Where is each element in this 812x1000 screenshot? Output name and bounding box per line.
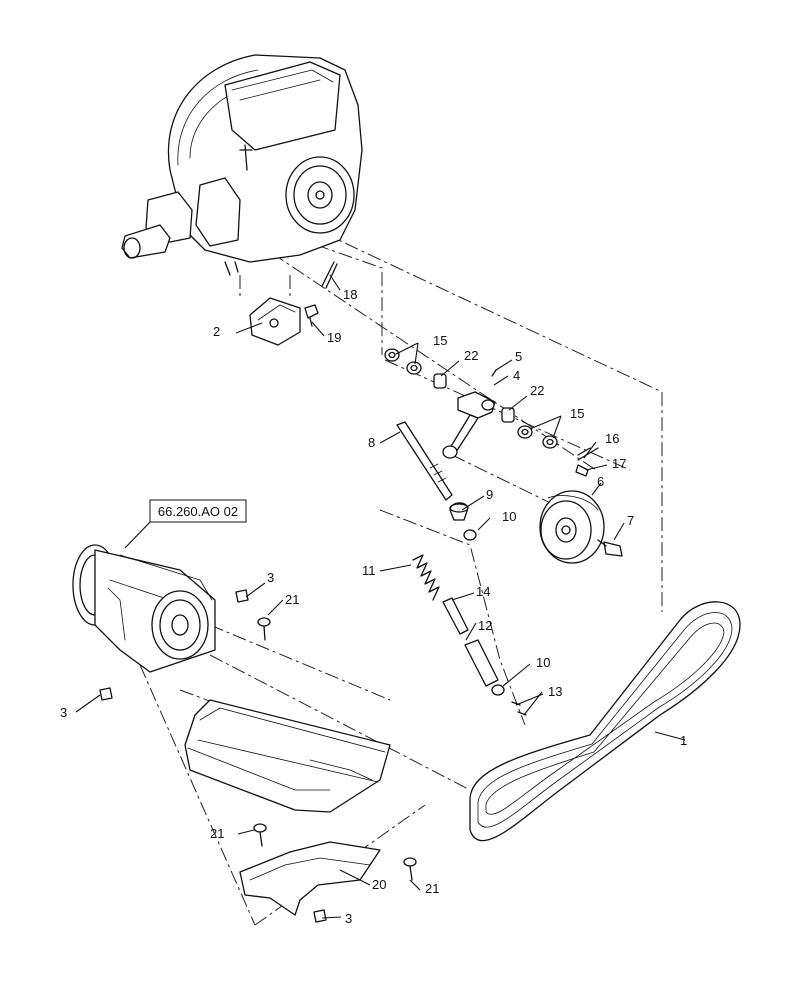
tube-14 bbox=[442, 597, 469, 635]
tension-arm-4 bbox=[442, 369, 497, 459]
callout-13[interactable]: 13 bbox=[548, 684, 562, 699]
callout-7[interactable]: 7 bbox=[627, 513, 634, 528]
left-gearbox-assembly bbox=[72, 544, 216, 673]
callout-16[interactable]: 16 bbox=[605, 431, 619, 446]
callout-18[interactable]: 18 bbox=[343, 287, 357, 302]
callout-20[interactable]: 20 bbox=[372, 877, 386, 892]
callout-5[interactable]: 5 bbox=[515, 349, 522, 364]
callout-12[interactable]: 12 bbox=[478, 618, 492, 633]
shaft-components bbox=[384, 348, 591, 477]
bolt-19 bbox=[304, 304, 319, 327]
rod-8 bbox=[396, 421, 453, 501]
callout-6[interactable]: 6 bbox=[597, 474, 604, 489]
callout-22-upper[interactable]: 22 bbox=[464, 348, 478, 363]
bolt-21-upper bbox=[257, 617, 271, 641]
belt-1 bbox=[469, 601, 741, 842]
callout-14[interactable]: 14 bbox=[476, 584, 490, 599]
tube-12 bbox=[464, 639, 499, 687]
callout-9[interactable]: 9 bbox=[486, 487, 493, 502]
callout-3-left[interactable]: 3 bbox=[60, 705, 67, 720]
nut-3-upper bbox=[235, 589, 249, 603]
callout-11[interactable]: 11 bbox=[362, 563, 376, 578]
callout-21-lower-left[interactable]: 21 bbox=[210, 826, 224, 841]
callout-8[interactable]: 8 bbox=[368, 435, 375, 450]
callout-4[interactable]: 4 bbox=[513, 368, 520, 383]
nut-3-lower bbox=[313, 909, 327, 923]
callout-1[interactable]: 1 bbox=[680, 733, 687, 748]
callout-22-lower[interactable]: 22 bbox=[530, 383, 544, 398]
callouts: 1 2 3 3 3 4 5 6 7 8 9 10 10 11 12 13 14 … bbox=[60, 287, 687, 926]
leader-lines bbox=[75, 274, 686, 919]
spring-11 bbox=[412, 554, 440, 601]
callout-15-upper[interactable]: 15 bbox=[433, 333, 447, 348]
gearbox-assembly bbox=[121, 54, 363, 276]
callout-21-upper[interactable]: 21 bbox=[285, 592, 299, 607]
callout-19[interactable]: 19 bbox=[327, 330, 341, 345]
callout-10-lower[interactable]: 10 bbox=[536, 655, 550, 670]
reference-text: 66.260.AO 02 bbox=[158, 504, 238, 519]
reference-label[interactable]: 66.260.AO 02 bbox=[124, 499, 247, 549]
bracket-2 bbox=[249, 297, 301, 346]
bolt-7 bbox=[597, 539, 623, 557]
washer-10-upper bbox=[463, 529, 477, 541]
bolt-21-lower-right bbox=[403, 857, 417, 881]
cup-9 bbox=[449, 502, 469, 521]
nut-3-left bbox=[99, 687, 113, 701]
pulley-6 bbox=[539, 490, 605, 564]
callout-3-lower[interactable]: 3 bbox=[345, 911, 352, 926]
callout-2[interactable]: 2 bbox=[213, 324, 220, 339]
pin-16 bbox=[577, 447, 599, 461]
callout-15-lower[interactable]: 15 bbox=[570, 406, 584, 421]
callout-17[interactable]: 17 bbox=[612, 456, 626, 471]
callout-10-upper[interactable]: 10 bbox=[502, 509, 516, 524]
callout-3-upper[interactable]: 3 bbox=[267, 570, 274, 585]
washer-10-lower bbox=[491, 684, 505, 696]
bolt-21-lower-left bbox=[253, 823, 267, 847]
bracket-20 bbox=[239, 841, 381, 916]
shield-panel bbox=[184, 699, 391, 813]
pin-18 bbox=[321, 261, 338, 289]
callout-21-lower-right[interactable]: 21 bbox=[425, 881, 439, 896]
